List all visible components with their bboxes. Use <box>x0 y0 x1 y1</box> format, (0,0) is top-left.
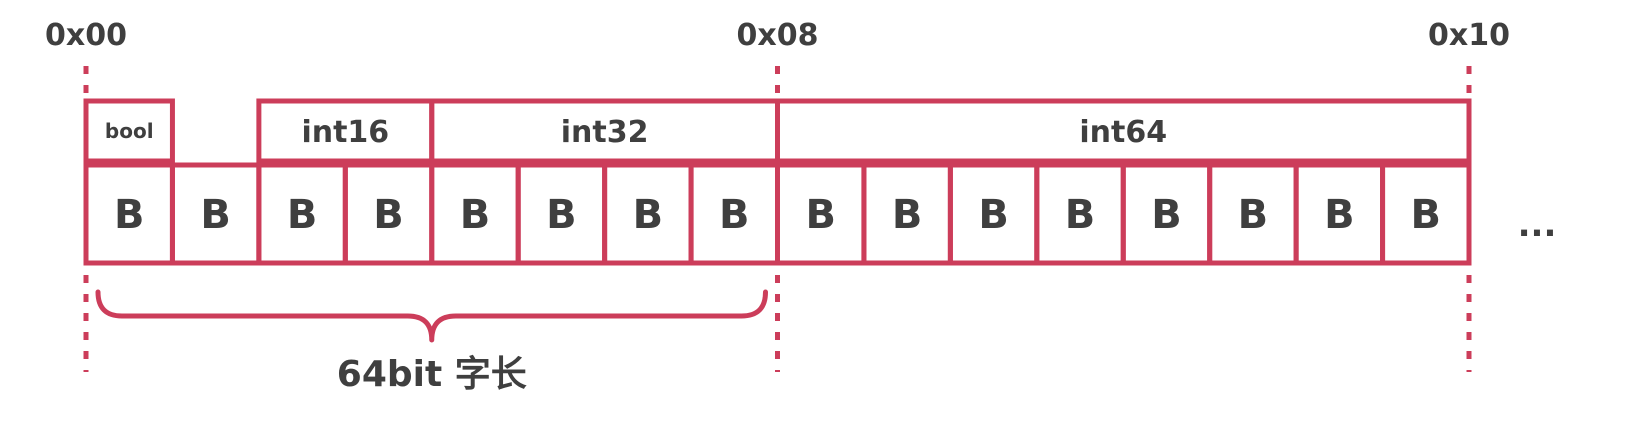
byte-cell <box>1380 162 1472 266</box>
offset-labels: 0x00 0x08 0x10 <box>45 18 1510 53</box>
byte-label: B <box>1238 192 1269 238</box>
byte-label: B <box>805 192 836 238</box>
byte-label: B <box>892 192 923 238</box>
byte-label: B <box>633 192 664 238</box>
word-brace <box>95 289 768 343</box>
field-label: bool <box>105 119 154 143</box>
byte-label: B <box>719 192 750 238</box>
offset-label: 0x10 <box>1428 18 1510 53</box>
byte-label: B <box>114 192 145 238</box>
byte-label: B <box>287 192 318 238</box>
byte-label: B <box>1065 192 1096 238</box>
byte-label: B <box>460 192 491 238</box>
field-label: int16 <box>301 115 389 150</box>
offset-label: 0x00 <box>45 18 127 53</box>
byte-label: B <box>1151 192 1182 238</box>
field-box <box>775 98 1472 164</box>
field-box <box>83 98 175 164</box>
field-label: int64 <box>1079 115 1167 150</box>
byte-label: B <box>200 192 231 238</box>
offset-label: 0x08 <box>737 18 819 53</box>
field-label: int32 <box>561 115 649 150</box>
byte-label: B <box>546 192 577 238</box>
byte-label: B <box>1324 192 1355 238</box>
byte-label: B <box>373 192 404 238</box>
byte-label: B <box>978 192 1009 238</box>
ellipsis: ... <box>1518 205 1557 245</box>
byte-label: B <box>1411 192 1442 238</box>
field-row: bool int16 int32 int64 <box>83 98 1472 164</box>
word-size-label: 64bit 字长 <box>337 354 527 395</box>
